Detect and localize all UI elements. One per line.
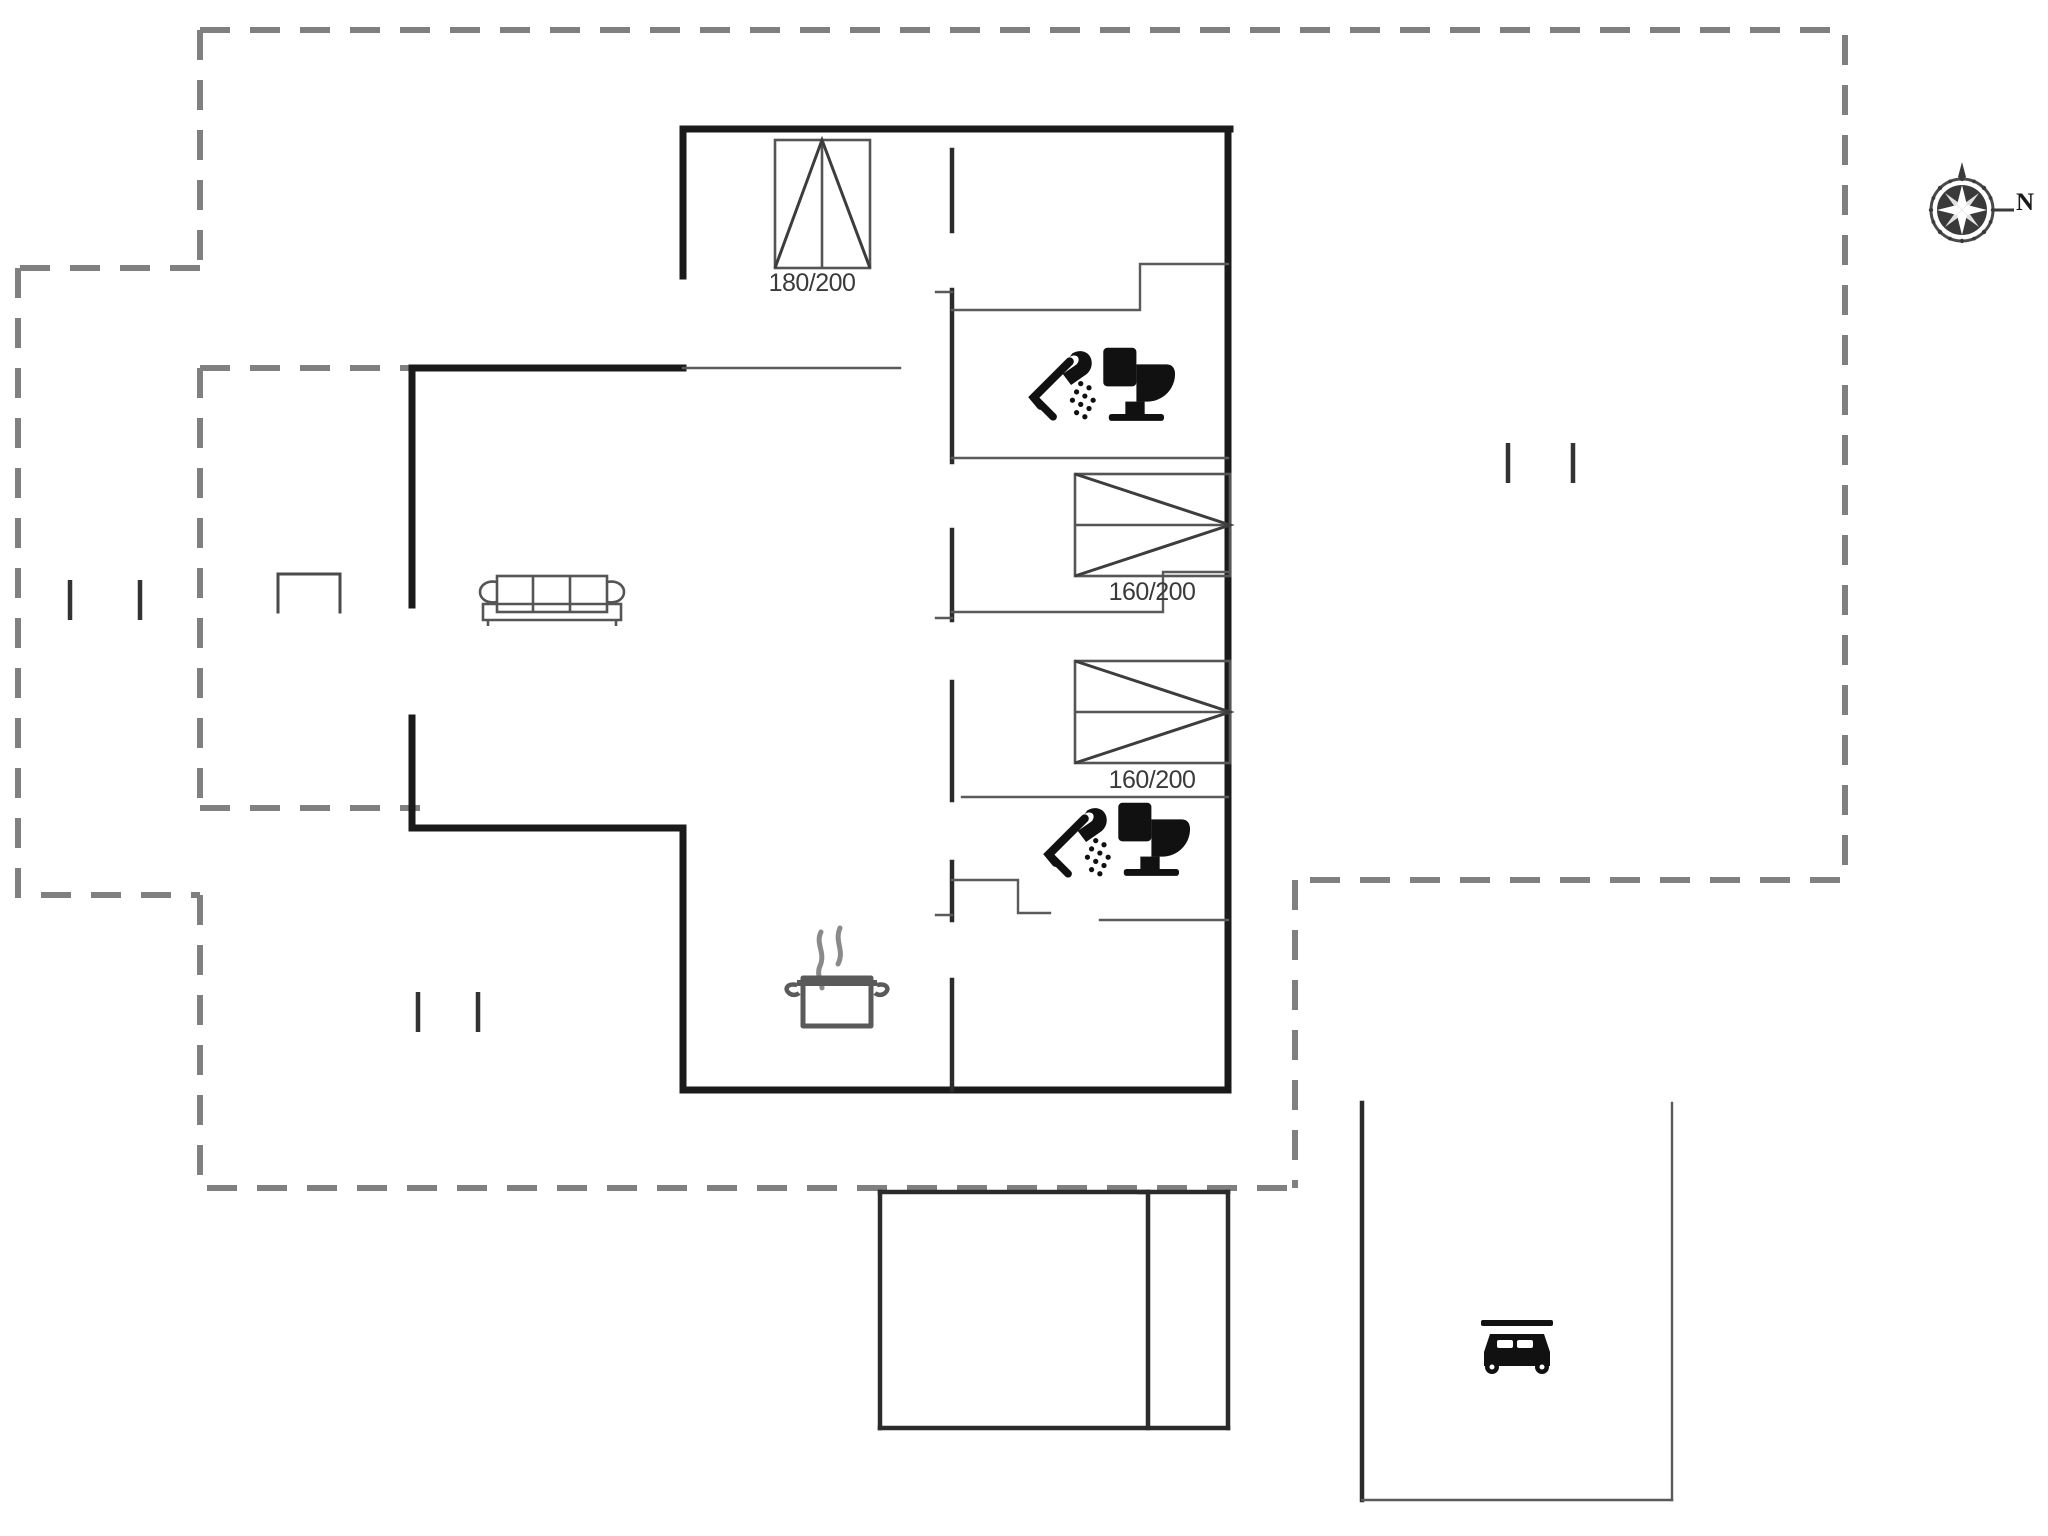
compass-north-label: N: [2016, 189, 2034, 216]
terrace-south-outline: [197, 880, 1298, 1191]
toilet-icon: [1118, 802, 1191, 876]
car-icon: [1481, 1320, 1553, 1374]
bed-icon: [773, 135, 872, 270]
bed-icon: [1073, 659, 1235, 765]
main-building-outline: [408, 125, 1234, 1094]
terrace-marker-south-group: [415, 992, 481, 1032]
carport-outline: [1359, 1100, 1674, 1503]
terrace-marker-west-group: [67, 580, 143, 620]
compass-rose: [1928, 162, 2014, 244]
bed-dimension-label: 160/200: [1109, 578, 1196, 606]
sofa-icon: [478, 574, 626, 626]
shed-outline: [877, 1189, 1231, 1431]
shower-icon: [1043, 808, 1111, 878]
bed-dimension-label: 180/200: [769, 269, 856, 297]
bed-icon: [1073, 472, 1235, 578]
bed-dimension-label: 160/200: [1109, 766, 1196, 794]
wall-lower-bath-step: [950, 878, 1052, 915]
wall-bedroom-divider-step: [950, 570, 1230, 614]
terrace-north-outline: [18, 27, 1848, 883]
cooking-pot-icon: [784, 925, 890, 1029]
interior-walls: [934, 147, 1230, 1093]
entrance-step-shape: [276, 572, 342, 614]
toilet-icon: [1103, 347, 1176, 421]
shower-icon: [1028, 351, 1096, 421]
wall-master-bath-step: [950, 262, 1230, 312]
terrace-marker-east-group: [1505, 443, 1576, 483]
